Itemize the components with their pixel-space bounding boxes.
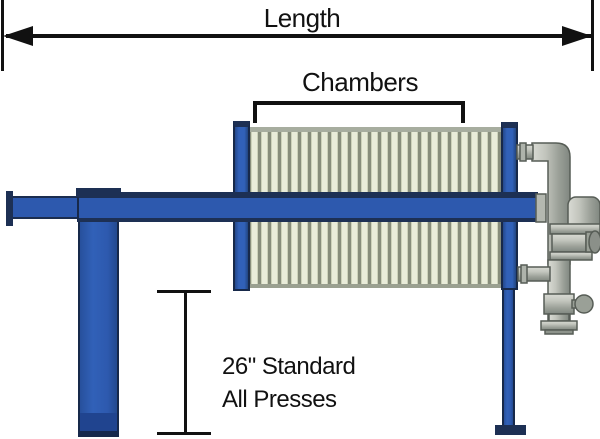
leg-junction-cap: [76, 188, 121, 197]
chambers-bracket-bar: [253, 101, 465, 105]
manifold-flange-lower: [549, 251, 593, 261]
drain-valve-body: [543, 293, 575, 315]
drain-collar: [548, 313, 570, 322]
drain-flange: [540, 320, 578, 331]
valve-handwheel: [588, 230, 600, 254]
feed-nozzle-flange: [519, 142, 527, 162]
length-arrowhead-right: [562, 26, 592, 46]
mid-nozzle-flange: [520, 264, 528, 284]
height-tick-top: [157, 290, 211, 293]
length-label: Length: [263, 3, 341, 33]
piping-assembly: [516, 142, 600, 335]
discharge-valve-body: [551, 233, 587, 253]
chambers-bracket-leg-right: [461, 101, 465, 123]
height-label-line2: All Presses: [222, 386, 337, 413]
side-bar: [77, 192, 538, 222]
beam-end-flange: [535, 193, 547, 223]
height-label: 26" Standard All Presses: [222, 350, 392, 416]
drain-valve-knob: [574, 294, 594, 314]
drain-flange-lip: [544, 329, 574, 335]
front-support-leg: [78, 190, 119, 437]
chambers-bracket-leg-left: [253, 101, 257, 123]
height-tick-bottom: [157, 432, 211, 435]
hydraulic-ram: [10, 196, 80, 219]
length-extension-line-right: [591, 0, 594, 71]
front-leg-foot: [80, 413, 117, 435]
ram-end-cap: [6, 191, 13, 226]
height-dimension-line: [184, 292, 187, 434]
length-arrowhead-left: [3, 26, 33, 46]
length-extension-line-left: [1, 0, 4, 71]
height-label-line1: 26" Standard: [222, 353, 356, 380]
rear-leg-foot: [495, 425, 526, 435]
chambers-label: Chambers: [302, 67, 418, 97]
length-dimension-line: [6, 34, 592, 38]
